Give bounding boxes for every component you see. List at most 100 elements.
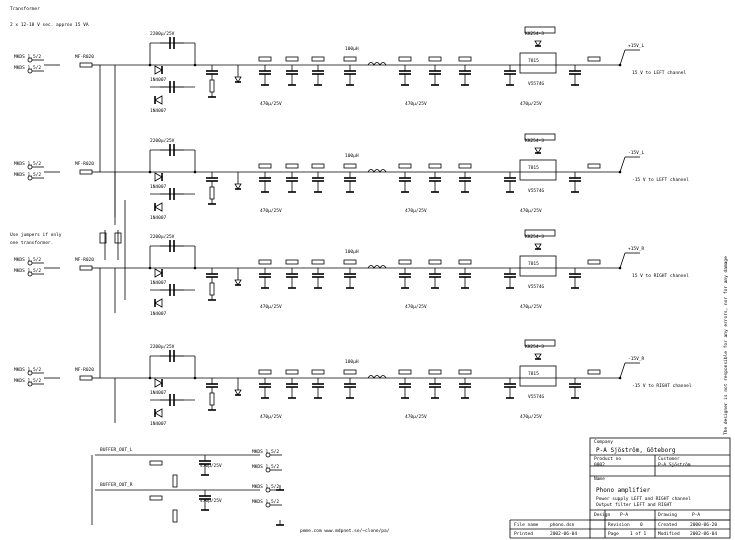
rail-output-label: 15 V to RIGHT channel [632, 273, 689, 279]
resistor [458, 259, 472, 265]
fuse-label: MF-R020 [75, 367, 94, 373]
customer-name: P-A Sjöström [658, 462, 691, 468]
resistor [79, 62, 93, 68]
rail-pin-label: -15V_R [628, 356, 645, 362]
product-no: 0002 [594, 462, 605, 468]
junction-dot [148, 170, 152, 174]
fuse-label: MF-R020 [75, 257, 94, 263]
jumper-note-line2: one transformer. [10, 240, 53, 246]
pin-header [524, 133, 556, 141]
header-pins-label: KK254-3 [525, 31, 544, 37]
filter-caps-label: 470µ/25V [405, 304, 427, 310]
resistor [587, 259, 601, 265]
inductor [367, 375, 387, 379]
created-value: 2000-06-20 [690, 522, 717, 528]
terminal-label: MKDS 1.5/2 [252, 499, 279, 505]
regulator-label: 7815 [528, 261, 539, 267]
resistor [311, 369, 325, 375]
resistor [458, 56, 472, 62]
junction-dot [193, 266, 197, 270]
header-pins-label: KK254-3 [525, 234, 544, 240]
resistor [149, 495, 163, 501]
regulator-label: 7815 [528, 165, 539, 171]
diode [154, 202, 163, 212]
resistor [587, 163, 601, 169]
rail-output-label: 15 V to LEFT channel [632, 70, 686, 76]
resistor [258, 163, 272, 169]
cap-label: 2200µ/25V [150, 138, 175, 144]
cap-label: 2200µ/25V [150, 344, 175, 350]
junction-dot [148, 376, 152, 380]
resistor [311, 259, 325, 265]
pin-header [524, 229, 556, 237]
junction-dot [618, 63, 622, 67]
rail-output-label: -15 V to LEFT channel [632, 177, 689, 183]
diode-label: 1N4007 [150, 77, 167, 83]
inductor [367, 169, 387, 173]
terminal-label: MKDS 1.5/2 [252, 449, 279, 455]
resistor [258, 56, 272, 62]
diode [154, 95, 163, 105]
resistor [428, 369, 442, 375]
terminal-label: MKDS 1.5/2 [252, 484, 279, 490]
product-no-label: Product no [594, 456, 621, 462]
resistor [343, 163, 357, 169]
regulator-label: 7815 [528, 371, 539, 377]
resistor [209, 79, 215, 93]
buffer-cap-label: 470µ/25V [200, 498, 222, 504]
resistor [209, 392, 215, 406]
jumper [114, 232, 122, 244]
regulator-label: 7815 [528, 58, 539, 64]
resistor [587, 56, 601, 62]
fuse-label: MF-R020 [75, 161, 94, 167]
inductor [367, 62, 387, 66]
revision-value: 0 [640, 522, 643, 528]
regulator-7815 [519, 255, 557, 277]
name-label: Name [594, 476, 605, 482]
junction-dot [618, 170, 622, 174]
diode-label: 1N4007 [150, 108, 167, 114]
diode [154, 298, 163, 308]
resistor [79, 169, 93, 175]
printed-value: 2002-06-04 [550, 531, 577, 537]
diode [534, 353, 542, 360]
resistor [285, 259, 299, 265]
filter-caps-label: 470µ/25V [520, 414, 542, 420]
rail-pin-label: +15V_L [628, 43, 645, 49]
resistor [258, 259, 272, 265]
resistor [398, 369, 412, 375]
terminal-label: MKDS 1.5/2 [14, 367, 41, 373]
customer-label: Customer [658, 456, 680, 462]
design-label: Design [594, 512, 611, 518]
drawing-value: P-A [692, 512, 700, 518]
regulator-7815 [519, 52, 557, 74]
filter-caps-label: 470µ/25V [520, 208, 542, 214]
terminal-label: MKDS 1.5/2 [14, 378, 41, 384]
header-pins-label: KK254-3 [525, 344, 544, 350]
resistor [258, 369, 272, 375]
terminal-label: MKDS 1.5/2 [14, 268, 41, 274]
filter-caps-label: 470µ/25V [260, 414, 282, 420]
fuse-label: MF-R020 [75, 54, 94, 60]
filter-caps-label: 470µ/25V [260, 101, 282, 107]
resistor [149, 460, 163, 466]
wire [619, 156, 626, 173]
regulator-7815 [519, 365, 557, 387]
resistor [285, 56, 299, 62]
pin-header [524, 26, 556, 34]
page-value: 1 of 1 [630, 531, 647, 537]
inductor [367, 265, 387, 269]
company-name: P-A Sjöström, Göteborg [596, 447, 676, 454]
diode-label: 1N4007 [150, 280, 167, 286]
resistor [79, 375, 93, 381]
resistor [209, 186, 215, 200]
terminal-label: MKDS 1.5/2 [252, 464, 279, 470]
terminal-label: MKDS 1.5/2 [14, 172, 41, 178]
junction-dot [193, 170, 197, 174]
diode [534, 40, 542, 47]
junction-dot [148, 63, 152, 67]
inductor-label: 100µH [345, 249, 359, 255]
rail-pin-label: +15V_R [628, 246, 645, 252]
diode-label: 1N4007 [150, 184, 167, 190]
